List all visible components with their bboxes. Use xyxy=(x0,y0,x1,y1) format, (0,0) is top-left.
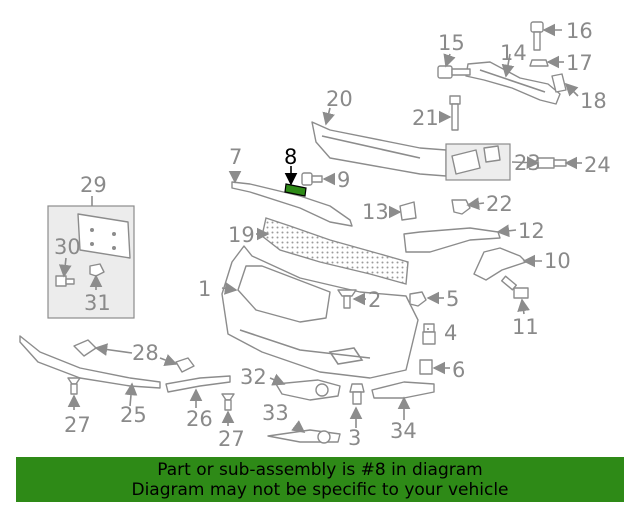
callout-26: 26 xyxy=(186,407,213,431)
callout-16: 16 xyxy=(566,19,593,43)
callout-4: 4 xyxy=(444,321,457,345)
part-11-bolt xyxy=(501,275,529,299)
part-19-grille xyxy=(261,217,409,285)
callout-29: 29 xyxy=(80,173,107,197)
callout-23: 23 xyxy=(514,151,541,175)
part-2-push-clip xyxy=(337,289,357,309)
part-24-bolt xyxy=(537,157,567,169)
callout-10: 10 xyxy=(544,249,571,273)
part-4-bolt xyxy=(422,323,436,345)
part-26-molding xyxy=(165,375,231,393)
part-12-bracket xyxy=(403,227,501,253)
part-29-plate-bracket xyxy=(77,213,131,259)
callout-15: 15 xyxy=(438,31,465,55)
part-7-molding xyxy=(231,181,353,227)
callout-8: 8 xyxy=(284,145,297,169)
callout-6: 6 xyxy=(452,358,465,382)
callout-11: 11 xyxy=(512,315,539,339)
callout-5: 5 xyxy=(446,287,459,311)
banner-line-1: Part or sub-assembly is #8 in diagram xyxy=(157,460,483,480)
part-21-bolt xyxy=(449,95,461,131)
part-9-clip xyxy=(301,172,323,186)
callout-14: 14 xyxy=(500,41,527,65)
part-3-clip xyxy=(349,383,365,405)
callout-17: 17 xyxy=(566,51,593,75)
part-25-lower-molding xyxy=(19,335,161,389)
part-27-clip-left xyxy=(67,377,81,395)
callout-28: 28 xyxy=(132,341,159,365)
banner-line-2: Diagram may not be specific to your vehi… xyxy=(131,480,509,500)
part-13-clip xyxy=(399,201,417,221)
callout-33: 33 xyxy=(262,401,289,425)
parts-diagram: 1 2 3 4 5 6 7 8 9 10 11 12 13 14 15 16 1… xyxy=(19,19,611,451)
part-22-nut xyxy=(451,199,471,215)
callout-27-right: 27 xyxy=(218,427,245,451)
part-34-grille-insert xyxy=(371,381,435,399)
callout-32: 32 xyxy=(240,365,267,389)
callout-1: 1 xyxy=(198,277,211,301)
callout-21: 21 xyxy=(412,106,439,130)
callout-13: 13 xyxy=(362,200,389,224)
callout-20: 20 xyxy=(326,87,353,111)
part-27-clip-right xyxy=(221,393,235,411)
callout-19: 19 xyxy=(228,223,255,247)
callout-7: 7 xyxy=(229,145,242,169)
callout-22: 22 xyxy=(486,192,513,216)
part-28-insert-right xyxy=(175,357,195,373)
part-32-fog-bezel xyxy=(275,379,341,401)
callout-31: 31 xyxy=(84,291,111,315)
part-6-clip xyxy=(419,359,433,375)
callout-27-left: 27 xyxy=(64,413,91,437)
callout-25: 25 xyxy=(120,403,147,427)
part-31-nut xyxy=(89,263,105,277)
part-8-highlighted xyxy=(284,183,307,197)
part-17-nut xyxy=(529,59,549,67)
callout-24: 24 xyxy=(584,153,611,177)
callout-34: 34 xyxy=(390,419,417,443)
part-10-bracket xyxy=(473,247,527,281)
callout-2: 2 xyxy=(368,288,381,312)
info-banner: Part or sub-assembly is #8 in diagram Di… xyxy=(16,457,624,502)
callout-3: 3 xyxy=(348,426,361,450)
callout-30: 30 xyxy=(54,235,81,259)
part-15-bolt xyxy=(437,65,471,79)
part-28-insert-left xyxy=(73,339,97,357)
part-5-nut xyxy=(409,291,427,307)
callout-12: 12 xyxy=(518,219,545,243)
part-16-bolt xyxy=(530,21,544,51)
callout-18: 18 xyxy=(580,89,607,113)
part-14-absorber-bracket xyxy=(465,61,561,105)
callout-9: 9 xyxy=(337,168,350,192)
